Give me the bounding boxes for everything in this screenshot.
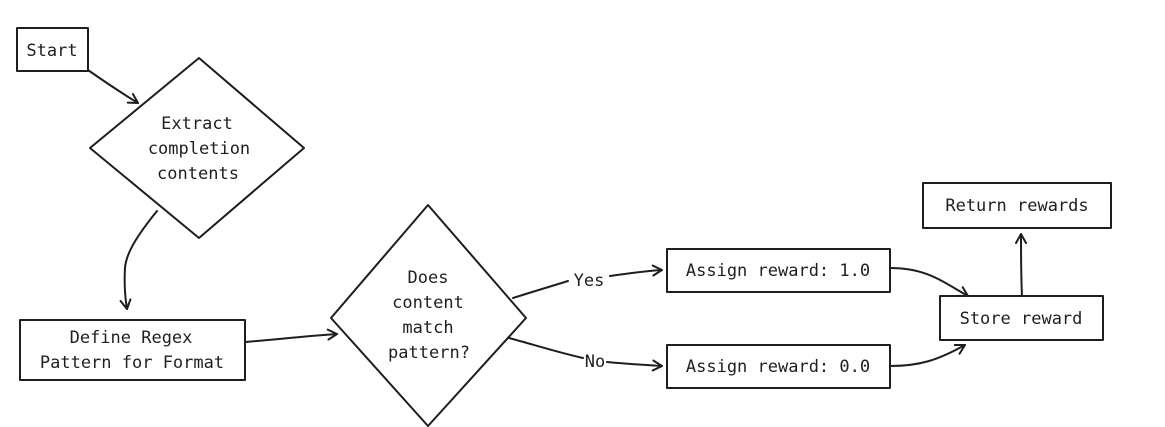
node-store: Store reward [939, 295, 1104, 341]
connectors [87, 69, 1028, 372]
node-assign-one: Assign reward: 1.0 [666, 248, 891, 293]
node-define-regex-line-1: Define Regex [70, 328, 193, 348]
edge-label-yes: Yes [574, 271, 605, 291]
node-extract: Extract completion contents [89, 57, 305, 239]
arrow-store-to-return [1015, 233, 1028, 297]
node-start-shape [16, 27, 89, 72]
node-extract-line-1: Extract [161, 114, 233, 134]
edge-label-no: No [585, 352, 605, 372]
node-return: Return rewards [922, 182, 1112, 229]
arrow-assign-one-to-store [889, 267, 969, 297]
arrow-no-to-assign-zero [606, 359, 663, 372]
node-return-shape [922, 182, 1112, 229]
node-start-label: Start [26, 41, 77, 61]
node-return-label: Return rewards [945, 196, 1088, 216]
node-store-label: Store reward [960, 309, 1083, 329]
arrow-assign-zero-to-store [889, 343, 966, 367]
node-assign-one-label: Assign reward: 1.0 [686, 261, 870, 281]
node-extract-shape [89, 57, 305, 239]
arrow-decision-yes [512, 280, 569, 299]
arrow-extract-to-define-regex [119, 210, 158, 310]
node-extract-line-2: completion [148, 139, 250, 159]
node-define-regex-line-2: Pattern for Format [40, 353, 224, 373]
arrow-start-to-extract [87, 69, 139, 104]
node-decision-line-2: content [392, 293, 464, 313]
node-decision: Does content match pattern? [330, 204, 527, 427]
node-extract-line-3: contents [157, 164, 239, 184]
node-assign-zero-label: Assign reward: 0.0 [686, 357, 870, 377]
node-decision-line-3: match [402, 318, 453, 338]
node-assign-zero-shape [666, 344, 891, 389]
arrow-yes-to-assign-one [609, 264, 663, 277]
node-assign-one-shape [666, 248, 891, 293]
arrow-decision-no [508, 337, 584, 359]
node-define-regex: Define Regex Pattern for Format [19, 319, 246, 381]
arrow-define-regex-to-decision [244, 328, 338, 343]
node-start: Start [16, 27, 89, 72]
node-store-shape [939, 295, 1104, 341]
node-decision-line-4: pattern? [388, 343, 470, 363]
node-define-regex-shape [19, 319, 246, 381]
node-assign-zero: Assign reward: 0.0 [666, 344, 891, 389]
node-decision-line-1: Does [408, 268, 449, 288]
node-decision-shape [330, 204, 527, 427]
